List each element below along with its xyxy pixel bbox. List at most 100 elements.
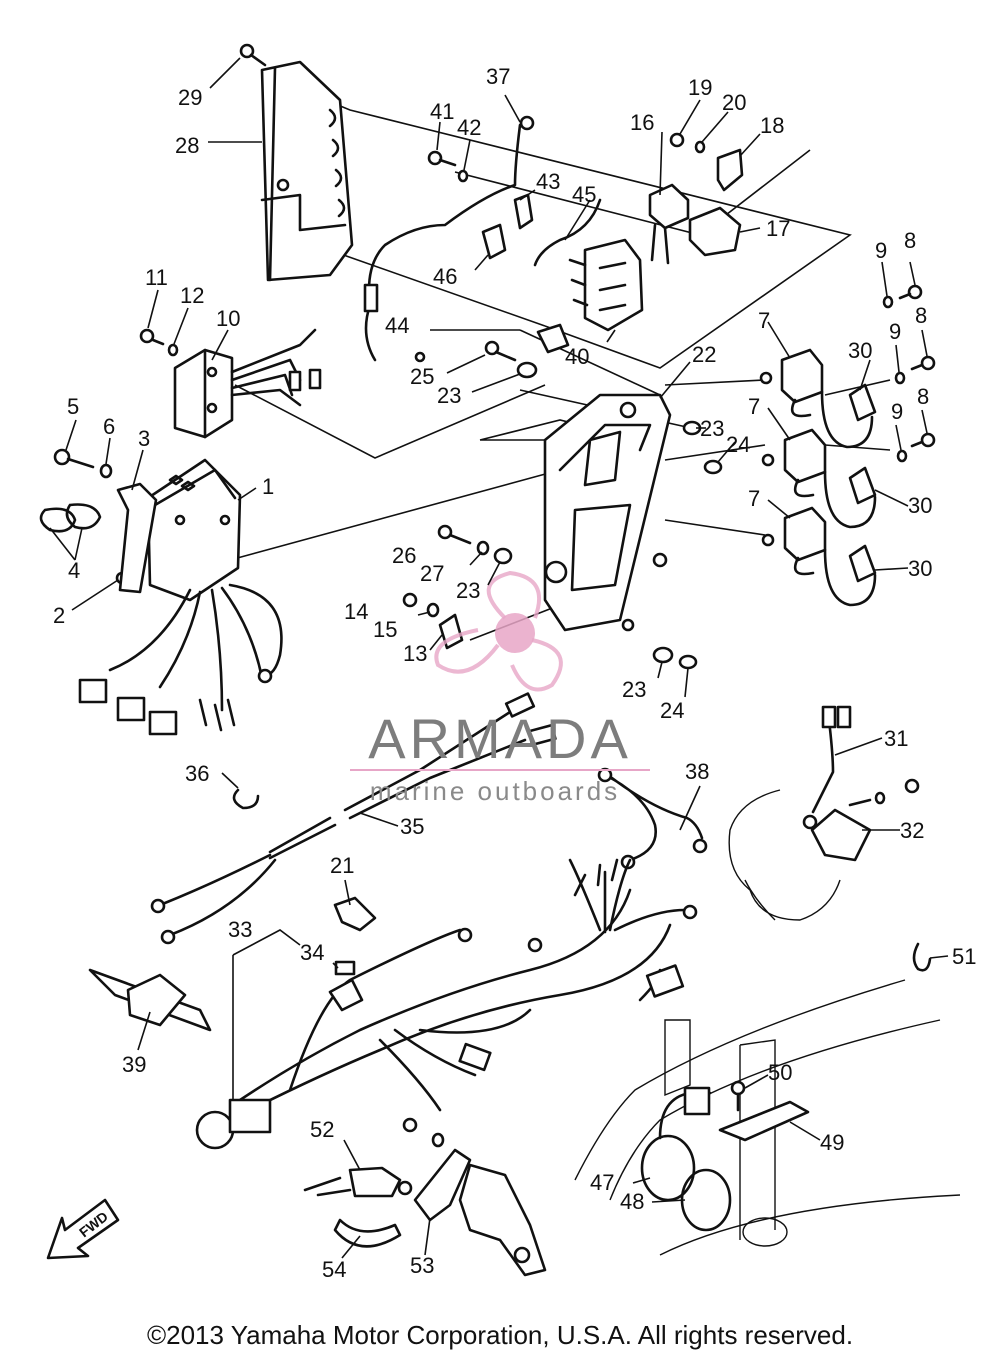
callout-30-lower: 30 <box>908 556 932 581</box>
callout-27: 27 <box>420 561 444 586</box>
part-26-bolt <box>437 524 472 545</box>
part-25-bolt <box>484 340 517 362</box>
callout-8-upper: 8 <box>904 228 916 253</box>
callout-15: 15 <box>373 617 397 642</box>
watermark: ARMADA marine outboards <box>350 570 650 806</box>
watermark-tagline: marine outboards <box>370 776 620 806</box>
callout-29: 29 <box>178 85 202 110</box>
part-51-clip <box>912 942 932 972</box>
part-23-grommets <box>493 361 702 664</box>
part-37-lead <box>363 115 535 362</box>
callout-52: 52 <box>310 1117 334 1142</box>
callout-12: 12 <box>180 283 204 308</box>
part-52-neutral-switch <box>303 1117 445 1198</box>
callout-20: 20 <box>722 90 746 115</box>
callout-22: 22 <box>692 342 716 367</box>
part-14-bolt <box>402 592 418 608</box>
callout-3: 3 <box>138 426 150 451</box>
callout-6: 6 <box>103 414 115 439</box>
part-6-washer <box>99 463 113 479</box>
part-30-plug-caps <box>820 383 877 607</box>
callout-18: 18 <box>760 113 784 138</box>
part-17-relay-boot <box>688 206 742 257</box>
part-46-cap <box>481 223 507 260</box>
callout-34: 34 <box>300 940 324 965</box>
callout-23-right: 23 <box>700 416 724 441</box>
part-9-washers <box>882 295 908 463</box>
callout-17: 17 <box>766 216 790 241</box>
part-49-holder <box>718 1100 810 1142</box>
part-44-washer <box>414 351 426 363</box>
callout-53: 53 <box>410 1253 434 1278</box>
part-12-washer <box>167 343 179 357</box>
part-20-washer <box>694 140 706 154</box>
leader-lines <box>49 57 949 1259</box>
part-18-bracket <box>716 148 744 192</box>
part-4-bands <box>39 503 102 533</box>
callout-5: 5 <box>67 394 79 419</box>
propeller-icon <box>434 570 563 692</box>
callout-14: 14 <box>344 599 368 624</box>
part-19-bolt <box>669 132 685 148</box>
part-41-bolt <box>427 150 457 167</box>
callout-50: 50 <box>768 1060 792 1085</box>
callout-8-middle: 8 <box>915 303 927 328</box>
part-53-switch-bracket <box>413 1148 547 1277</box>
callout-13: 13 <box>403 641 427 666</box>
part-39-clamp <box>88 968 212 1032</box>
part-48-o-ring <box>680 1168 732 1232</box>
callout-45: 45 <box>572 182 596 207</box>
callout-39: 39 <box>122 1052 146 1077</box>
part-36-clamp <box>232 788 260 810</box>
part-45-lead <box>533 198 602 267</box>
callout-33: 33 <box>228 917 252 942</box>
callout-21: 21 <box>330 853 354 878</box>
part-27-washer <box>476 540 490 556</box>
callout-1: 1 <box>262 474 274 499</box>
part-42-washer <box>457 169 469 183</box>
fwd-arrow: FWD <box>46 1198 120 1260</box>
part-10-rectifier-regulator <box>173 328 322 439</box>
callout-48: 48 <box>620 1189 644 1214</box>
copyright-notice: ©2013 Yamaha Motor Corporation, U.S.A. A… <box>146 1320 854 1350</box>
callout-37: 37 <box>486 64 510 89</box>
callout-41: 41 <box>430 99 454 124</box>
callout-23-bottom: 23 <box>622 677 646 702</box>
callout-40: 40 <box>565 344 589 369</box>
part-29-bolt <box>239 43 267 67</box>
callout-36: 36 <box>185 761 209 786</box>
part-8-bolts <box>898 284 936 448</box>
part-33-main-harness <box>195 858 698 1150</box>
callout-54: 54 <box>322 1257 346 1282</box>
callout-4: 4 <box>68 558 80 583</box>
callout-38: 38 <box>685 759 709 784</box>
part-11-bolt <box>139 328 165 346</box>
part-22-mounting-plate <box>543 393 672 632</box>
callout-32: 32 <box>900 818 924 843</box>
callout-30-middle: 30 <box>908 493 932 518</box>
part-34-fuse-holder <box>328 960 364 1012</box>
callout-43: 43 <box>536 169 560 194</box>
callout-51: 51 <box>952 944 976 969</box>
callout-7-middle: 7 <box>748 394 760 419</box>
part-16-relay <box>648 183 690 265</box>
callout-9-upper: 9 <box>875 238 887 263</box>
part-54-clip <box>333 1218 402 1248</box>
part-40-rectifier <box>536 238 644 354</box>
part-50-bolt <box>730 1080 746 1112</box>
callout-8-lower: 8 <box>917 384 929 409</box>
callout-9-middle: 9 <box>889 319 901 344</box>
callout-16: 16 <box>630 110 654 135</box>
part-32-thermo-fitting <box>810 778 920 862</box>
part-7-ignition-coils <box>759 348 827 576</box>
part-24-collars <box>678 459 723 670</box>
engine-block-ghost <box>728 789 841 921</box>
part-21-clip <box>333 896 377 932</box>
part-3-bracket <box>116 482 158 594</box>
callout-30-upper: 30 <box>848 338 872 363</box>
callout-44: 44 <box>385 313 409 338</box>
callout-42: 42 <box>457 115 481 140</box>
part-43-terminal <box>513 193 534 230</box>
callout-24-upper: 24 <box>726 432 750 457</box>
